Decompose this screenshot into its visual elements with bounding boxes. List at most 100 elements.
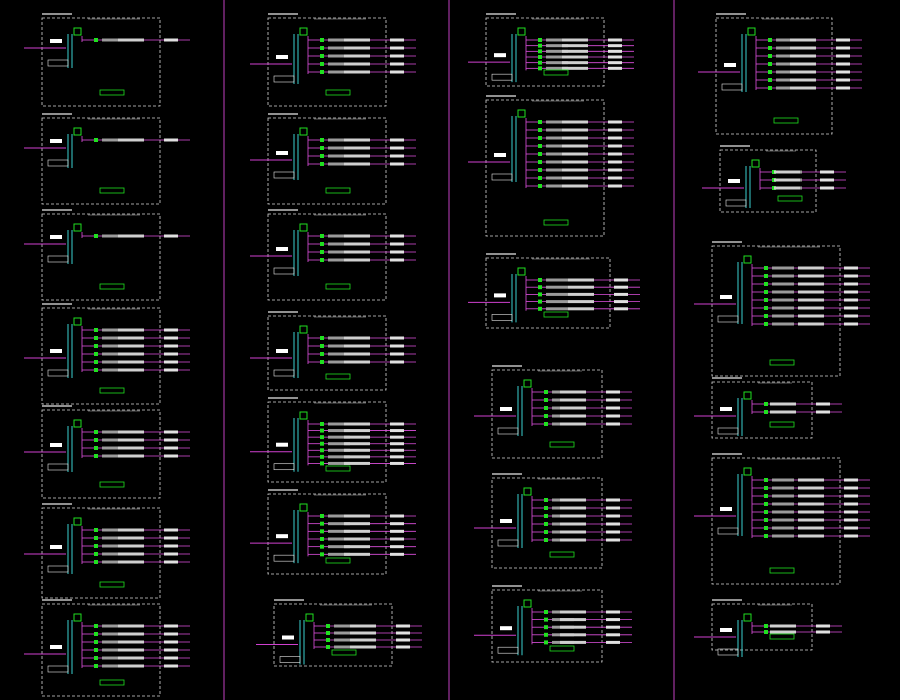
circuit-breaker (320, 54, 324, 58)
panel-diagram (250, 489, 416, 575)
panel-frame (41, 17, 161, 107)
sub-unit-box (99, 581, 125, 588)
circuit-breaker (764, 322, 768, 326)
main-label-mark (720, 407, 732, 411)
circuit-breaker (768, 38, 772, 42)
load-text-mark (608, 168, 622, 172)
load-text-mark (820, 178, 834, 182)
cable-text-mark (560, 640, 586, 644)
load-text-mark (608, 184, 622, 188)
circuit-breaker (94, 234, 98, 238)
sub-unit-box (543, 69, 569, 76)
meter-symbol (73, 419, 82, 428)
meter-symbol (517, 267, 526, 276)
main-label-mark (50, 235, 62, 239)
meter-symbol (743, 391, 752, 400)
cable-text-mark (798, 478, 824, 482)
cable-text-mark (118, 454, 144, 458)
load-text-mark (844, 274, 858, 278)
metering-box (497, 539, 519, 547)
circuit-breaker (544, 610, 548, 614)
load-text-mark (608, 55, 622, 59)
panel-frame (711, 457, 841, 585)
circuit-text-mark (328, 146, 350, 150)
circuit-breaker (544, 617, 548, 622)
metering-box (491, 314, 513, 321)
sub-unit-box (99, 481, 125, 488)
circuit-text-mark (546, 128, 568, 132)
load-text-mark (164, 360, 178, 364)
circuit-text-mark (772, 266, 794, 270)
circuit-text-mark (546, 49, 568, 53)
load-text-mark (608, 61, 622, 65)
cable-text-mark (790, 54, 816, 58)
circuit-breaker (94, 640, 98, 644)
circuit-text-mark (776, 54, 798, 58)
load-text-mark (606, 506, 620, 510)
load-text-mark (164, 640, 178, 644)
metering-box (273, 554, 295, 562)
cable-text-mark (118, 360, 144, 364)
cable-text-mark (344, 442, 370, 446)
cable-text-mark (568, 285, 594, 289)
load-text-mark (816, 410, 830, 414)
load-text-mark (390, 522, 404, 526)
circuit-text-mark (102, 352, 124, 356)
load-text-mark (816, 402, 830, 406)
cable-text-mark (344, 38, 370, 42)
sub-unit-box (325, 465, 351, 472)
load-text-mark (844, 290, 858, 294)
panel-diagram (468, 253, 640, 329)
cable-text-mark (118, 138, 144, 142)
load-text-mark (820, 170, 834, 174)
circuit-text-mark (328, 242, 350, 246)
cable-text-mark (118, 640, 144, 644)
circuit-text-mark (328, 54, 350, 58)
circuit-breaker (94, 656, 98, 660)
panel-frame (485, 17, 605, 87)
main-label-mark (500, 407, 512, 411)
sub-unit-box (331, 649, 357, 656)
circuit-text-mark (102, 328, 124, 332)
cable-text-mark (118, 368, 144, 372)
meter-symbol (299, 127, 308, 136)
circuit-text-mark (102, 446, 124, 450)
main-label-mark (720, 628, 732, 632)
main-label-mark (494, 53, 506, 58)
cable-text-mark (118, 656, 144, 660)
cable-text-mark (344, 360, 370, 364)
cable-text-mark (344, 514, 370, 518)
load-text-mark (390, 54, 404, 58)
cable-text-mark (798, 314, 824, 318)
meter-symbol (299, 223, 308, 232)
load-text-mark (606, 640, 620, 644)
cable-text-mark (790, 62, 816, 66)
circuit-text-mark (546, 168, 568, 172)
sub-unit-box (99, 387, 125, 394)
sub-unit-box (325, 89, 351, 96)
circuit-text-mark (546, 120, 568, 124)
circuit-breaker (326, 645, 330, 649)
panel-diagram (24, 405, 190, 499)
circuit-breaker (538, 38, 542, 42)
cable-text-mark (560, 498, 586, 502)
main-label-mark (276, 534, 288, 539)
circuit-breaker (320, 360, 324, 364)
main-label-mark (500, 626, 512, 631)
load-text-mark (606, 633, 620, 637)
cable-text-mark (344, 250, 370, 254)
circuit-text-mark (546, 285, 568, 289)
sub-unit-box (549, 645, 575, 652)
circuit-breaker (764, 410, 768, 414)
panel-diagram (474, 473, 632, 569)
circuit-text-mark (546, 184, 568, 188)
cable-text-mark (118, 632, 144, 636)
cable-text-mark (344, 455, 370, 459)
circuit-text-mark (102, 344, 124, 348)
cable-text-mark (560, 514, 586, 518)
circuit-breaker (544, 506, 548, 510)
main-label-mark (282, 635, 294, 640)
circuit-breaker (94, 352, 98, 356)
cable-text-mark (770, 630, 796, 634)
load-text-mark (844, 494, 858, 498)
